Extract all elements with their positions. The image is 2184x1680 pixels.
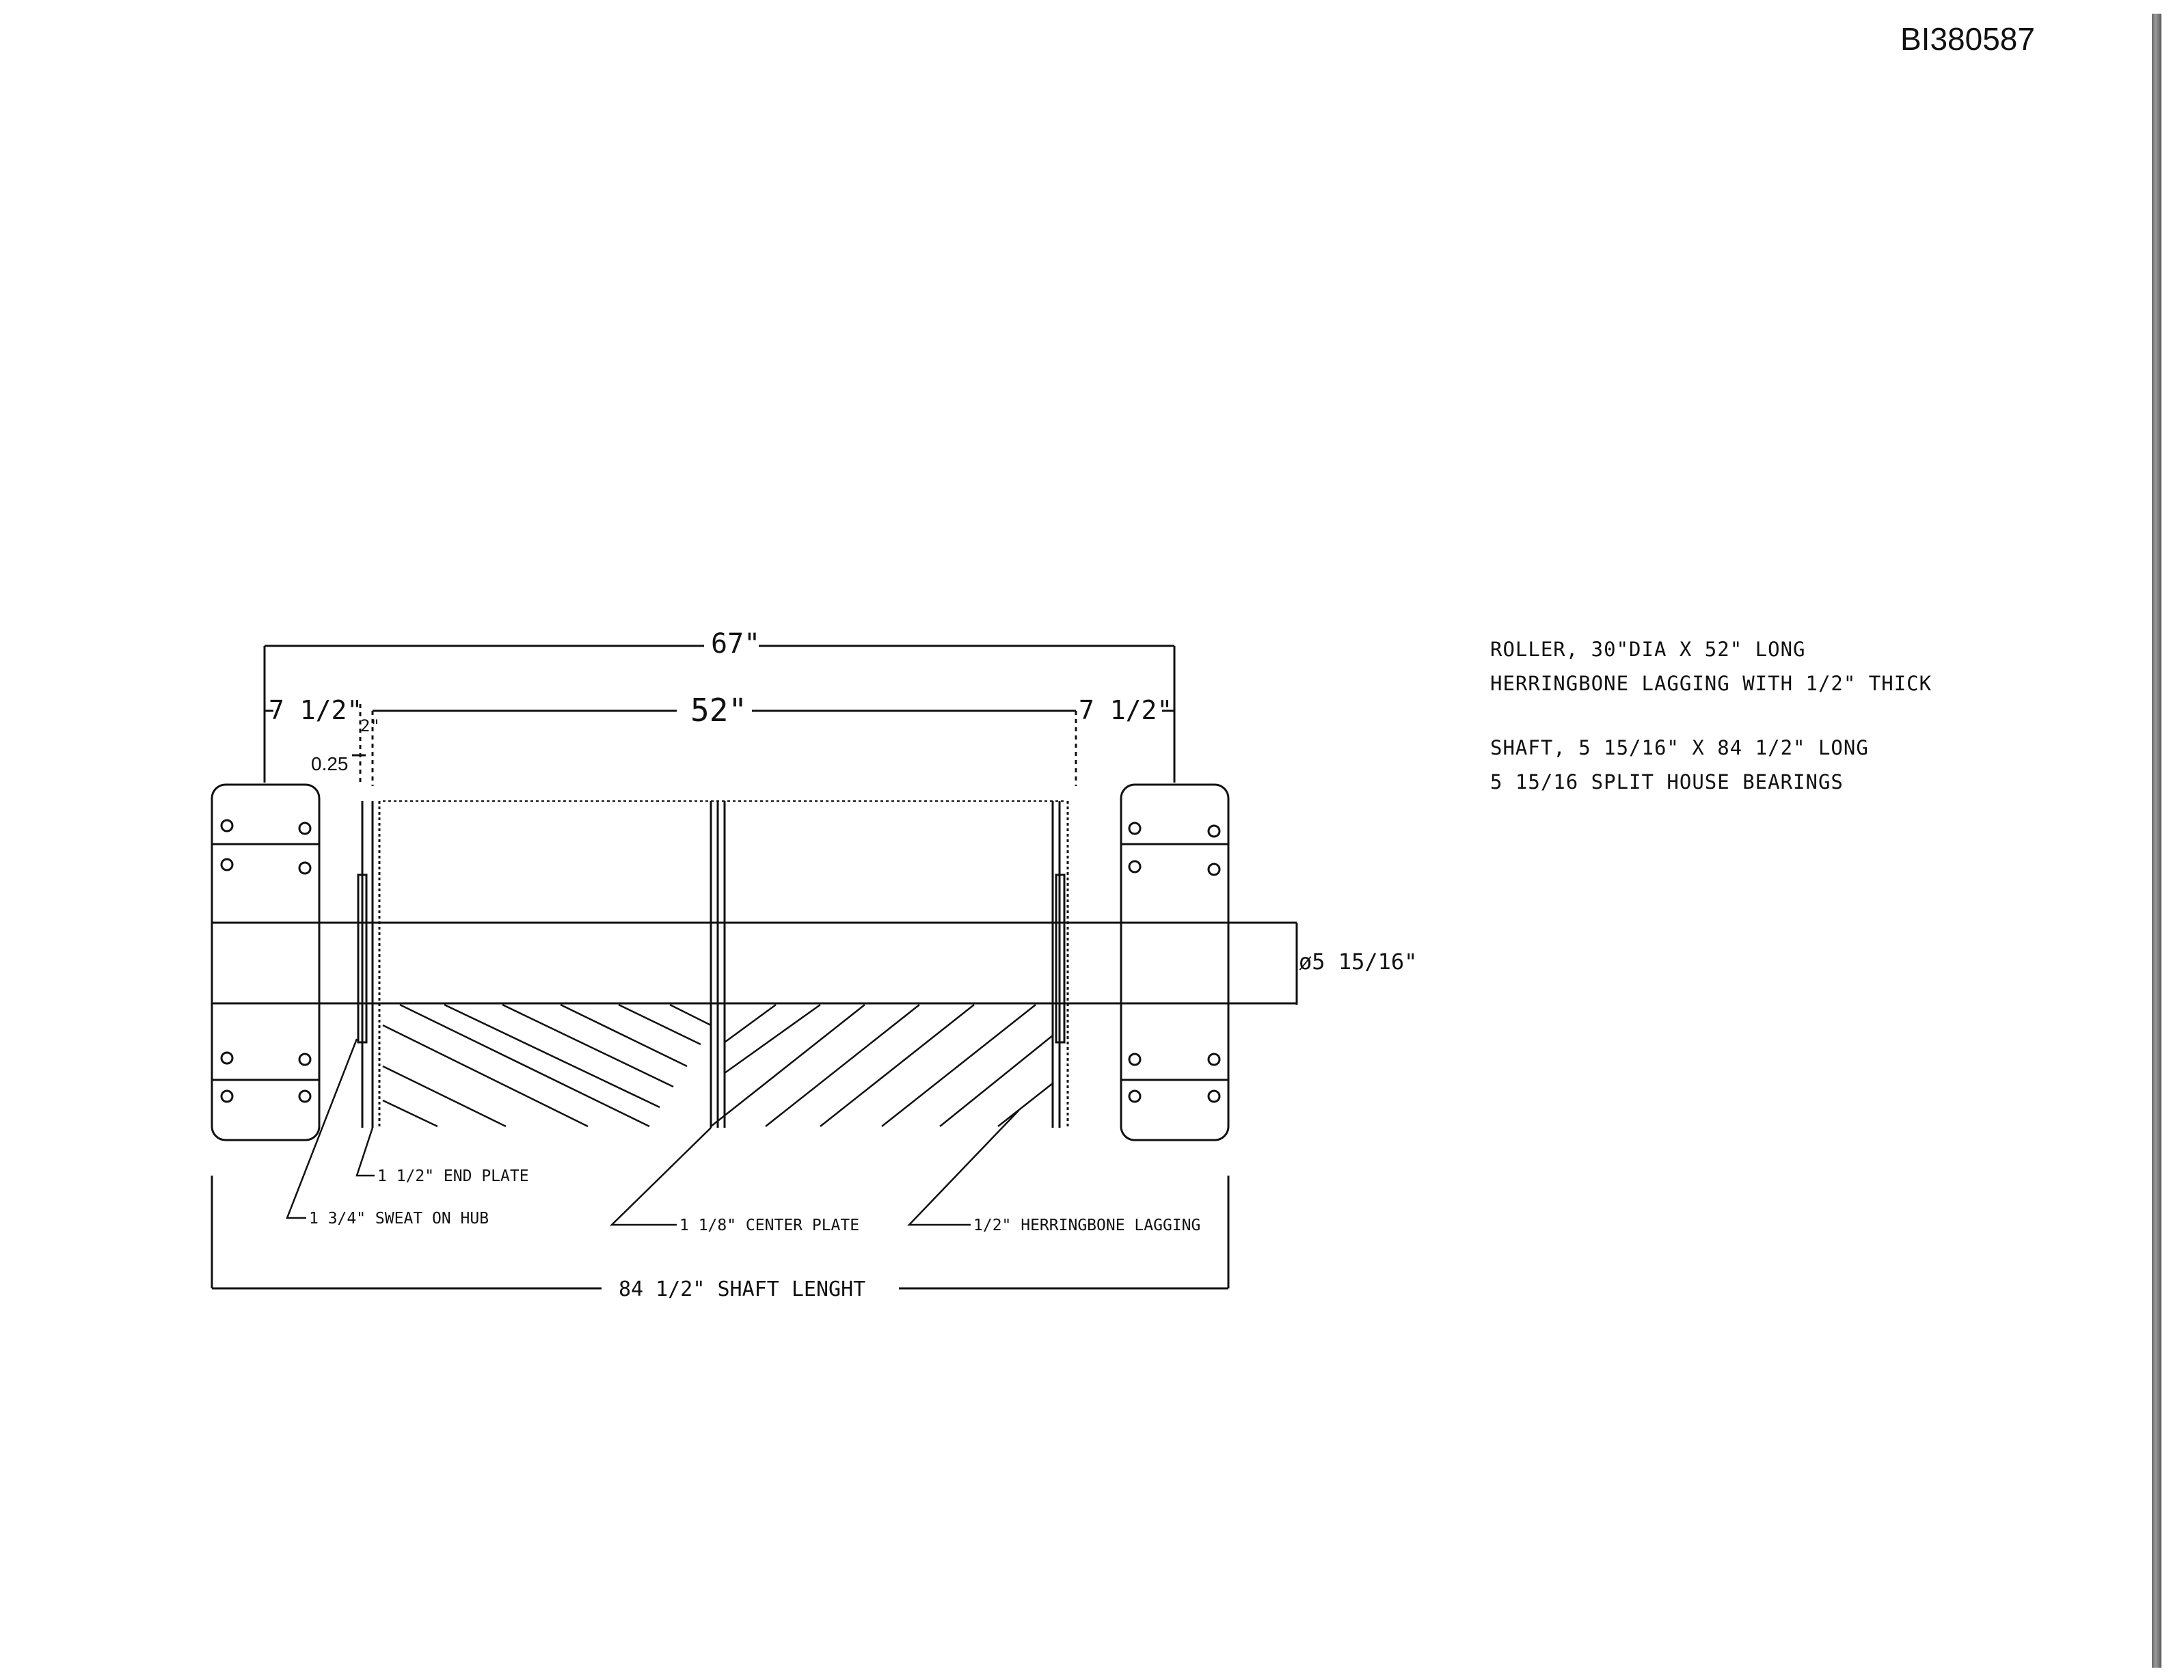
shaft (211, 921, 1298, 1005)
callout-end-plate: 1 1/2" END PLATE (377, 1167, 529, 1185)
scan-edge-shadow (2152, 14, 2161, 1668)
roller-outline (357, 800, 1069, 1128)
callout-center-plate: 1 1/8" CENTER PLATE (679, 1217, 859, 1234)
left-bearing-housing (211, 783, 321, 1141)
plate-gap-label: 2" (360, 716, 380, 735)
callout-leaders (286, 1038, 1019, 1226)
right-offset-label: 7 1/2" (1079, 695, 1172, 725)
callout-sweat-hub: 1 3/4" SWEAT ON HUB (309, 1210, 489, 1228)
shaft-length-label: 84 1/2" SHAFT LENGHT (619, 1277, 865, 1301)
dimension-shaft-length (211, 1176, 1230, 1290)
shaft-diameter-label: ø5 15/16" (1299, 949, 1417, 975)
dimension-roller-row (265, 704, 1174, 786)
right-bearing-housing (1120, 783, 1230, 1141)
roller-length-label: 52" (690, 692, 747, 729)
small-gap-label: 0.25 (311, 753, 349, 774)
dimension-overall (263, 645, 1176, 783)
herringbone-lagging (382, 1003, 1053, 1128)
drawing-notes: ROLLER, 30"DIA X 52" LONG HERRINGBONE LA… (1490, 632, 1932, 799)
document-id: BI380587 (1900, 21, 2035, 57)
note-lagging-spec: HERRINGBONE LAGGING WITH 1/2" THICK (1490, 672, 1932, 695)
left-offset-label: 7 1/2" (269, 695, 362, 725)
callout-lagging: 1/2" HERRINGBONE LAGGING (973, 1217, 1200, 1234)
overall-dimension-label: 67" (711, 628, 760, 660)
note-roller-spec: ROLLER, 30"DIA X 52" LONG (1490, 638, 1806, 661)
note-bearing-spec: 5 15/16 SPLIT HOUSE BEARINGS (1490, 770, 1844, 794)
note-shaft-spec: SHAFT, 5 15/16" X 84 1/2" LONG (1490, 736, 1869, 759)
